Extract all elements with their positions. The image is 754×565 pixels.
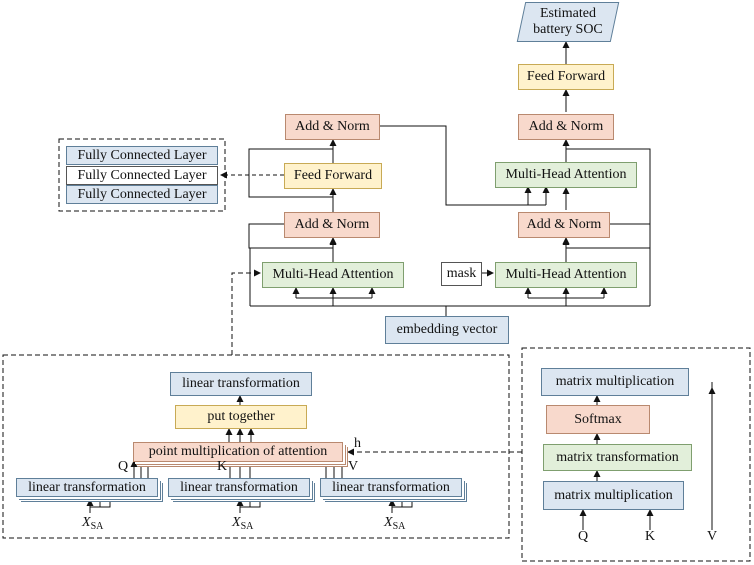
mha-detail-frame [2,354,510,539]
encoder-feed-forward-label: Feed Forward [293,168,373,183]
encoder-feed-forward-box: Feed Forward [284,163,382,189]
decoder-cross-attention-label: Multi-Head Attention [505,167,627,182]
matmul-bottom-box: matrix multiplication [543,481,684,510]
attention-k-label: K [645,529,656,544]
encoder-add-norm-top-label: Add & Norm [295,119,370,134]
point-multiplication-box: point multiplication of attention [133,442,343,462]
fc-layer-2: Fully Connected Layer [66,166,218,185]
linear-q-box: linear transformation [16,478,158,497]
fc-layer-2-label: Fully Connected Layer [77,167,207,183]
point-multiplication-label: point multiplication of attention [148,444,328,459]
matrix-transformation-box: matrix transformation [543,444,692,471]
v-input-label: V [348,459,359,474]
q-input-label: Q [118,459,129,474]
decoder-add-norm-mid-box: Add & Norm [518,212,610,238]
decoder-feed-forward-label: Feed Forward [526,69,606,84]
attention-detail-frame [521,347,751,562]
put-together-label: put together [207,409,275,424]
encoder-add-norm-bottom-box: Add & Norm [284,212,380,238]
xsa-q-sub: SA [90,521,104,532]
fc-layer-3: Fully Connected Layer [66,185,218,204]
decoder-cross-attention-box: Multi-Head Attention [495,162,637,188]
softmax-box: Softmax [546,405,650,434]
mask-box: mask [441,262,482,286]
fc-layer-3-label: Fully Connected Layer [77,186,207,202]
xsa-k-main: X [232,515,241,530]
linear-q-label: linear transformation [28,479,146,495]
matmul-top-box: matrix multiplication [541,368,689,396]
xsa-q-main: X [82,515,91,530]
mask-label: mask [446,266,477,281]
matrix-transformation-label: matrix transformation [556,449,679,465]
xsa-v-main: X [384,515,393,530]
output-node: Estimated battery SOC [516,2,620,42]
fc-layer-1: Fully Connected Layer [66,146,218,165]
xsa-v-sub: SA [392,521,406,532]
attention-v-label: V [707,529,718,544]
decoder-masked-attention-label: Multi-Head Attention [505,267,627,282]
output-label: Estimated battery SOC [533,5,603,37]
embedding-vector-label: embedding vector [396,322,498,337]
xsa-input-v: XSA [384,516,405,532]
matmul-top-label: matrix multiplication [555,374,675,389]
fc-layer-1-label: Fully Connected Layer [77,147,207,163]
k-input-label: K [217,459,228,474]
encoder-add-norm-bottom-label: Add & Norm [294,217,370,232]
softmax-label: Softmax [574,411,622,427]
linear-v-label: linear transformation [332,479,450,495]
encoder-attention-label: Multi-Head Attention [272,267,394,282]
put-together-box: put together [175,405,307,429]
decoder-feed-forward-box: Feed Forward [518,64,614,90]
matmul-bottom-label: matrix multiplication [554,487,673,503]
mha-linear-output-box: linear transformation [170,372,312,396]
xsa-k-sub: SA [240,521,254,532]
linear-k-label: linear transformation [180,479,298,495]
decoder-add-norm-mid-label: Add & Norm [526,217,602,232]
decoder-add-norm-top-label: Add & Norm [528,119,604,134]
encoder-attention-box: Multi-Head Attention [262,262,404,288]
attention-q-label: Q [578,529,589,544]
xsa-input-q: XSA [82,516,103,532]
linear-k-box: linear transformation [168,478,310,497]
linear-v-box: linear transformation [320,478,462,497]
xsa-input-k: XSA [232,516,253,532]
mha-linear-output-label: linear transformation [182,376,300,391]
heads-label: h [354,436,361,451]
encoder-add-norm-top-box: Add & Norm [285,114,380,140]
decoder-masked-attention-box: Multi-Head Attention [495,262,637,288]
decoder-add-norm-top-box: Add & Norm [518,114,614,140]
embedding-vector-box: embedding vector [385,316,509,344]
